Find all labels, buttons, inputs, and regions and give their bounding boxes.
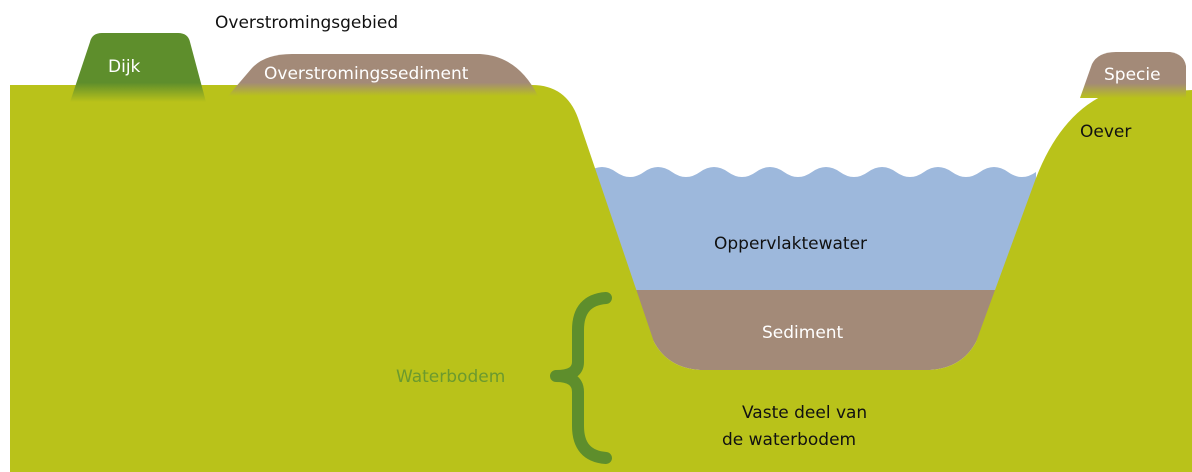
- ground: [10, 85, 1192, 472]
- flood-sediment-mound: [228, 54, 538, 96]
- waterbed-brace: [550, 292, 612, 464]
- surface-water: [588, 167, 1036, 292]
- dredged-material-mound: [1080, 52, 1186, 98]
- label-dredged-material: Specie: [1104, 65, 1161, 85]
- dike: [70, 33, 206, 102]
- sediment-layer: [628, 290, 1000, 370]
- label-waterbed: Waterbodem: [396, 367, 505, 387]
- label-surface-water: Oppervlaktewater: [714, 234, 867, 254]
- label-floodplain: Overstromingsgebied: [215, 13, 398, 33]
- label-sediment: Sediment: [762, 323, 844, 343]
- label-flood-sediment: Overstromingssediment: [264, 64, 469, 84]
- label-bank: Oever: [1080, 122, 1131, 142]
- label-solid-part-line2: de waterbodem: [722, 430, 856, 450]
- label-solid-part-line1: Vaste deel van: [742, 403, 867, 423]
- label-dike: Dijk: [108, 57, 141, 77]
